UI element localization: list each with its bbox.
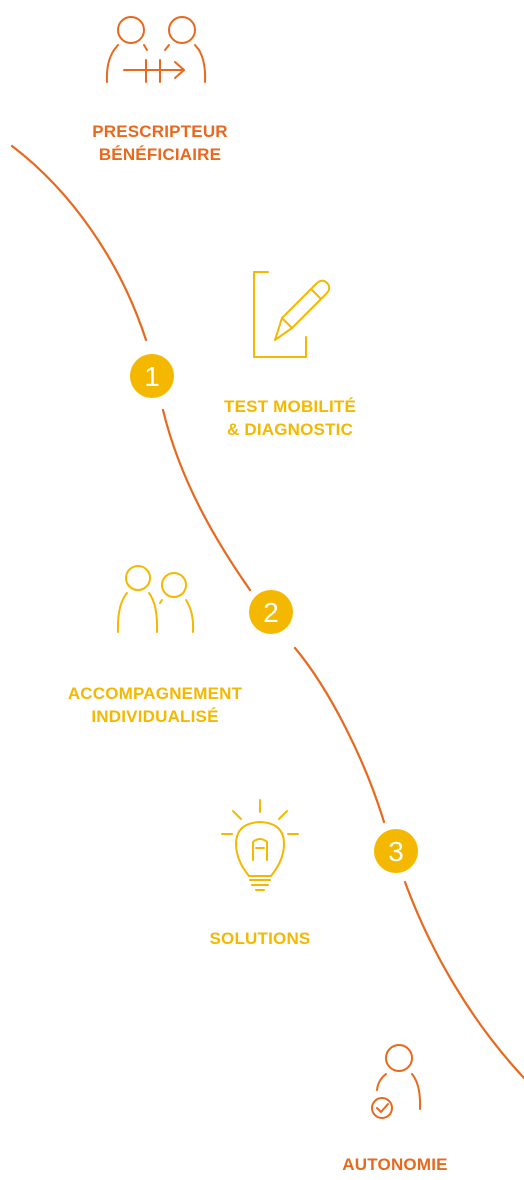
journey-path: [10, 144, 524, 1080]
step-badge-2: 2: [249, 590, 293, 634]
step-badge-1: 1: [130, 354, 174, 398]
step-badge-circle: [374, 829, 418, 873]
path-segment-start: [10, 144, 148, 342]
step-label-autonomie: AUTONOMIE: [285, 1153, 505, 1176]
step-label-test-mobilite: TEST MOBILITÉ & DIAGNOSTIC: [170, 395, 410, 441]
label-line: INDIVIDUALISÉ: [91, 707, 219, 726]
label-line: SOLUTIONS: [209, 929, 311, 948]
document-pencil-icon: [253, 271, 331, 358]
label-line: ACCOMPAGNEMENT: [67, 684, 243, 703]
label-line: & DIAGNOSTIC: [226, 420, 354, 439]
label-line: AUTONOMIE: [342, 1155, 448, 1174]
path-segment-1-2: [161, 408, 252, 592]
label-line: PRESCRIPTEUR: [92, 122, 228, 141]
step-label-accompagnement: ACCOMPAGNEMENT INDIVIDUALISÉ: [15, 682, 295, 728]
step-number-3: 3: [388, 836, 404, 867]
step-badge-circle: [130, 354, 174, 398]
label-line: TEST MOBILITÉ: [224, 397, 356, 416]
step-number-1: 1: [144, 361, 160, 392]
path-segment-end: [403, 880, 524, 1080]
path-segment-2-3: [293, 646, 386, 824]
two-people-icon: [116, 565, 195, 633]
step-badge-circle: [249, 590, 293, 634]
referral-people-icon: [105, 16, 207, 83]
step-label-prescripteur: PRESCRIPTEUR BÉNÉFICIAIRE: [40, 120, 280, 166]
lightbulb-icon: [221, 799, 299, 891]
step-number-2: 2: [263, 597, 279, 628]
step-badge-3: 3: [374, 829, 418, 873]
person-check-icon: [371, 1044, 422, 1119]
step-label-solutions: SOLUTIONS: [150, 927, 370, 950]
label-line: BÉNÉFICIAIRE: [98, 145, 222, 164]
